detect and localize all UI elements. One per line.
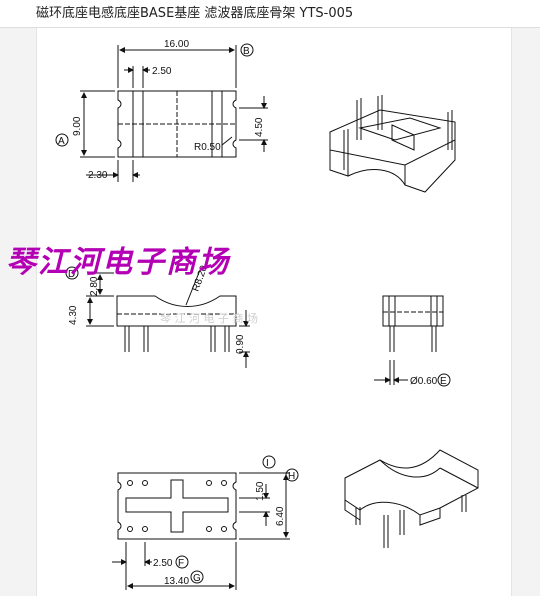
marker-i: I: [266, 458, 269, 469]
dim-top-offset: 2.30: [88, 170, 108, 181]
dim-side-height: 4.30: [68, 305, 79, 325]
dim-top-height: 9.00: [72, 116, 83, 136]
page-title: 磁环底座电感底座BASE基座 滤波器底座骨架 YTS-005: [0, 0, 540, 28]
marker-f: F: [178, 558, 184, 569]
marker-g: G: [193, 573, 201, 584]
isometric-view-bottom: [344, 449, 479, 548]
faint-watermark: 琴 江 河 电 子 商 场: [160, 311, 258, 325]
dim-bottom-pitch: 2.50: [153, 558, 173, 569]
top-view: [55, 43, 268, 182]
end-view: [374, 295, 451, 387]
isometric-view-top: [329, 95, 456, 193]
bottom-view: [112, 455, 299, 590]
dim-top-width: 16.00: [164, 39, 189, 50]
dim-pin-diameter: Ø0.60: [410, 376, 438, 387]
dim-side-depth: 2.80: [89, 276, 100, 296]
marker-e: E: [440, 376, 447, 387]
marker-a: A: [58, 136, 65, 147]
dim-bottom-height: 6.40: [275, 506, 286, 526]
dim-top-pin-pitch: 2.50: [152, 66, 172, 77]
shop-watermark: 琴江河电子商场: [6, 245, 231, 280]
dim-top-slot: 4.50: [254, 117, 265, 137]
dim-top-radius: R0.50: [194, 142, 221, 153]
marker-d: D: [68, 269, 75, 280]
marker-b: B: [243, 46, 250, 57]
dim-bottom-inner: 1.50: [255, 481, 266, 501]
marker-h: H: [288, 471, 295, 482]
dim-pin-length: 0.90: [235, 334, 246, 354]
side-view: [65, 266, 250, 368]
dim-bottom-width: 13.40: [164, 576, 189, 587]
